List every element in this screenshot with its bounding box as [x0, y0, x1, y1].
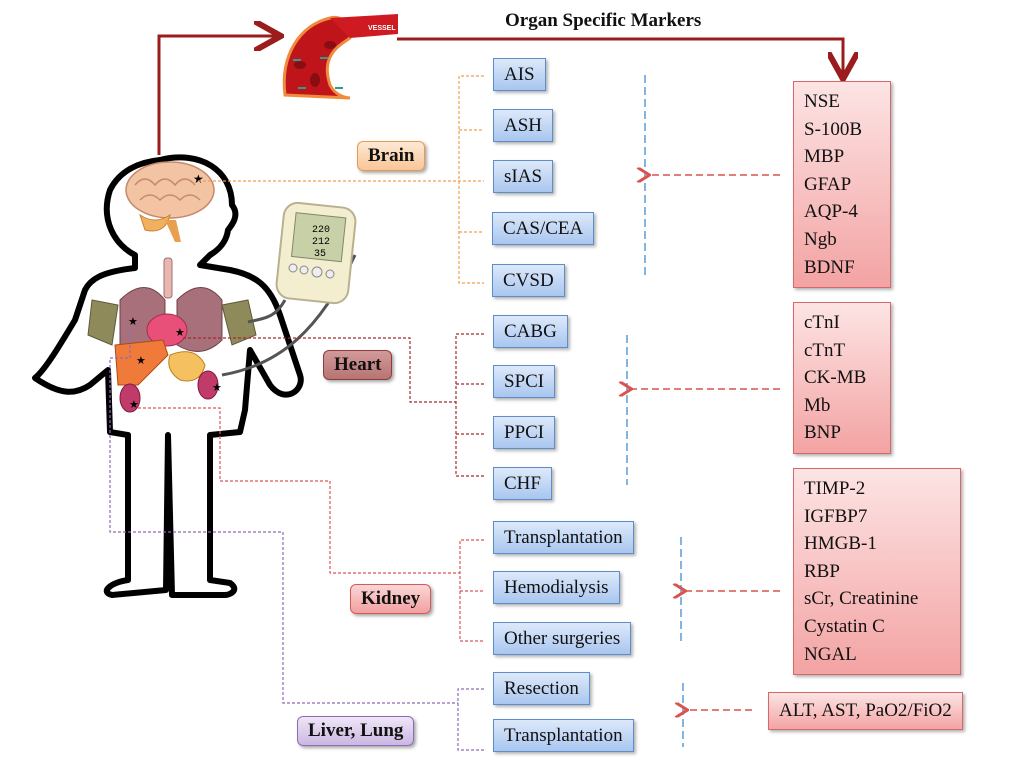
kidney-connectors [138, 407, 484, 642]
marker-item: MBP [804, 146, 845, 168]
marker-item: CK-MB [804, 367, 867, 389]
procedure-box: AIS [493, 58, 546, 91]
monitor-reading-3: 35 [314, 249, 326, 260]
organs-illustration: ★ ★ ★ ★ ★ [114, 257, 223, 413]
marker-item: Cystatin C [804, 615, 885, 637]
vessel-label: VESSEL [368, 25, 396, 32]
body-to-vessel-arrow [157, 36, 278, 155]
marker-item: NSE [804, 91, 840, 112]
marker-item: S-100B [804, 118, 863, 140]
procedure-box: SPCI [493, 365, 556, 398]
procedure-box: CVSD [492, 264, 565, 297]
procedure-box: Hemodialysis [493, 571, 620, 604]
heart-star-icon: ★ [175, 327, 185, 339]
procedure-box: PPCI [493, 416, 556, 449]
organ-label-kidney: Kidney [350, 584, 432, 614]
marker-item: NGAL [804, 643, 857, 665]
procedure-box: Transplantation [493, 521, 634, 554]
organ-label-brain: Brain [357, 141, 426, 171]
marker-box-brain: NSE S-100B MBP GFAP AQP-4 Ngb BDNF [793, 81, 891, 289]
procedure-box: Transplantation [493, 719, 634, 752]
marker-item: cTnT [804, 339, 846, 361]
brain-illustration: ★ [125, 161, 215, 242]
group-brackets [626, 75, 684, 747]
marker-item: IGFBP7 [804, 505, 868, 527]
lung-star-icon: ★ [128, 316, 138, 328]
procedure-box: sIAS [493, 160, 554, 193]
kidney-star-icon: ★ [212, 382, 222, 394]
marker-box-kidney: TIMP-2 IGFBP7 HMGB-1 RBP sCr, Creatinine… [793, 468, 961, 676]
procedure-box: CABG [493, 315, 568, 348]
marker-arrows [630, 175, 780, 710]
marker-item: TIMP-2 [804, 478, 866, 499]
marker-item: BDNF [804, 256, 855, 278]
marker-item: sCr, Creatinine [804, 588, 919, 610]
kidney-star-icon: ★ [129, 399, 139, 411]
marker-item: HMGB-1 [804, 533, 877, 555]
vessel-illustration: VESSEL [282, 14, 398, 100]
organ-label-liver-lung: Liver, Lung [297, 716, 415, 746]
marker-item: GFAP [804, 173, 852, 195]
procedure-box: ASH [493, 109, 554, 142]
marker-item: RBP [804, 560, 840, 582]
liver-star-icon: ★ [136, 355, 146, 367]
monitor-reading-2: 212 [312, 237, 330, 248]
diagram-title: Organ Specific Markers [505, 10, 702, 31]
blood-pressure-cuff [87, 254, 357, 377]
marker-box-heart: cTnI cTnT CK-MB Mb BNP [793, 302, 891, 454]
marker-item: cTnI [804, 312, 840, 333]
marker-box-liver-lung: ALT, AST, PaO2/FiO2 [768, 692, 963, 730]
flow-arrows [157, 36, 843, 155]
brain-connectors [198, 75, 484, 284]
procedure-box: Other surgeries [493, 622, 632, 655]
liver-lung-connectors [109, 330, 484, 751]
procedure-box: CAS/CEA [492, 212, 595, 245]
marker-item: AQP-4 [804, 201, 858, 223]
marker-item: ALT, AST, PaO2/FiO2 [779, 700, 952, 721]
procedure-box: CHF [493, 467, 552, 500]
procedure-box: Resection [493, 672, 590, 705]
monitor-reading-1: 220 [312, 225, 330, 236]
blood-pressure-monitor: 220 212 35 [275, 201, 357, 305]
organ-label-heart: Heart [323, 350, 393, 380]
vessel-to-markers-arrow [397, 37, 843, 76]
marker-item: Mb [804, 394, 831, 416]
marker-item: BNP [804, 422, 841, 444]
marker-item: Ngb [804, 228, 837, 250]
human-body-outline [32, 154, 304, 598]
brain-star-icon: ★ [193, 172, 204, 186]
